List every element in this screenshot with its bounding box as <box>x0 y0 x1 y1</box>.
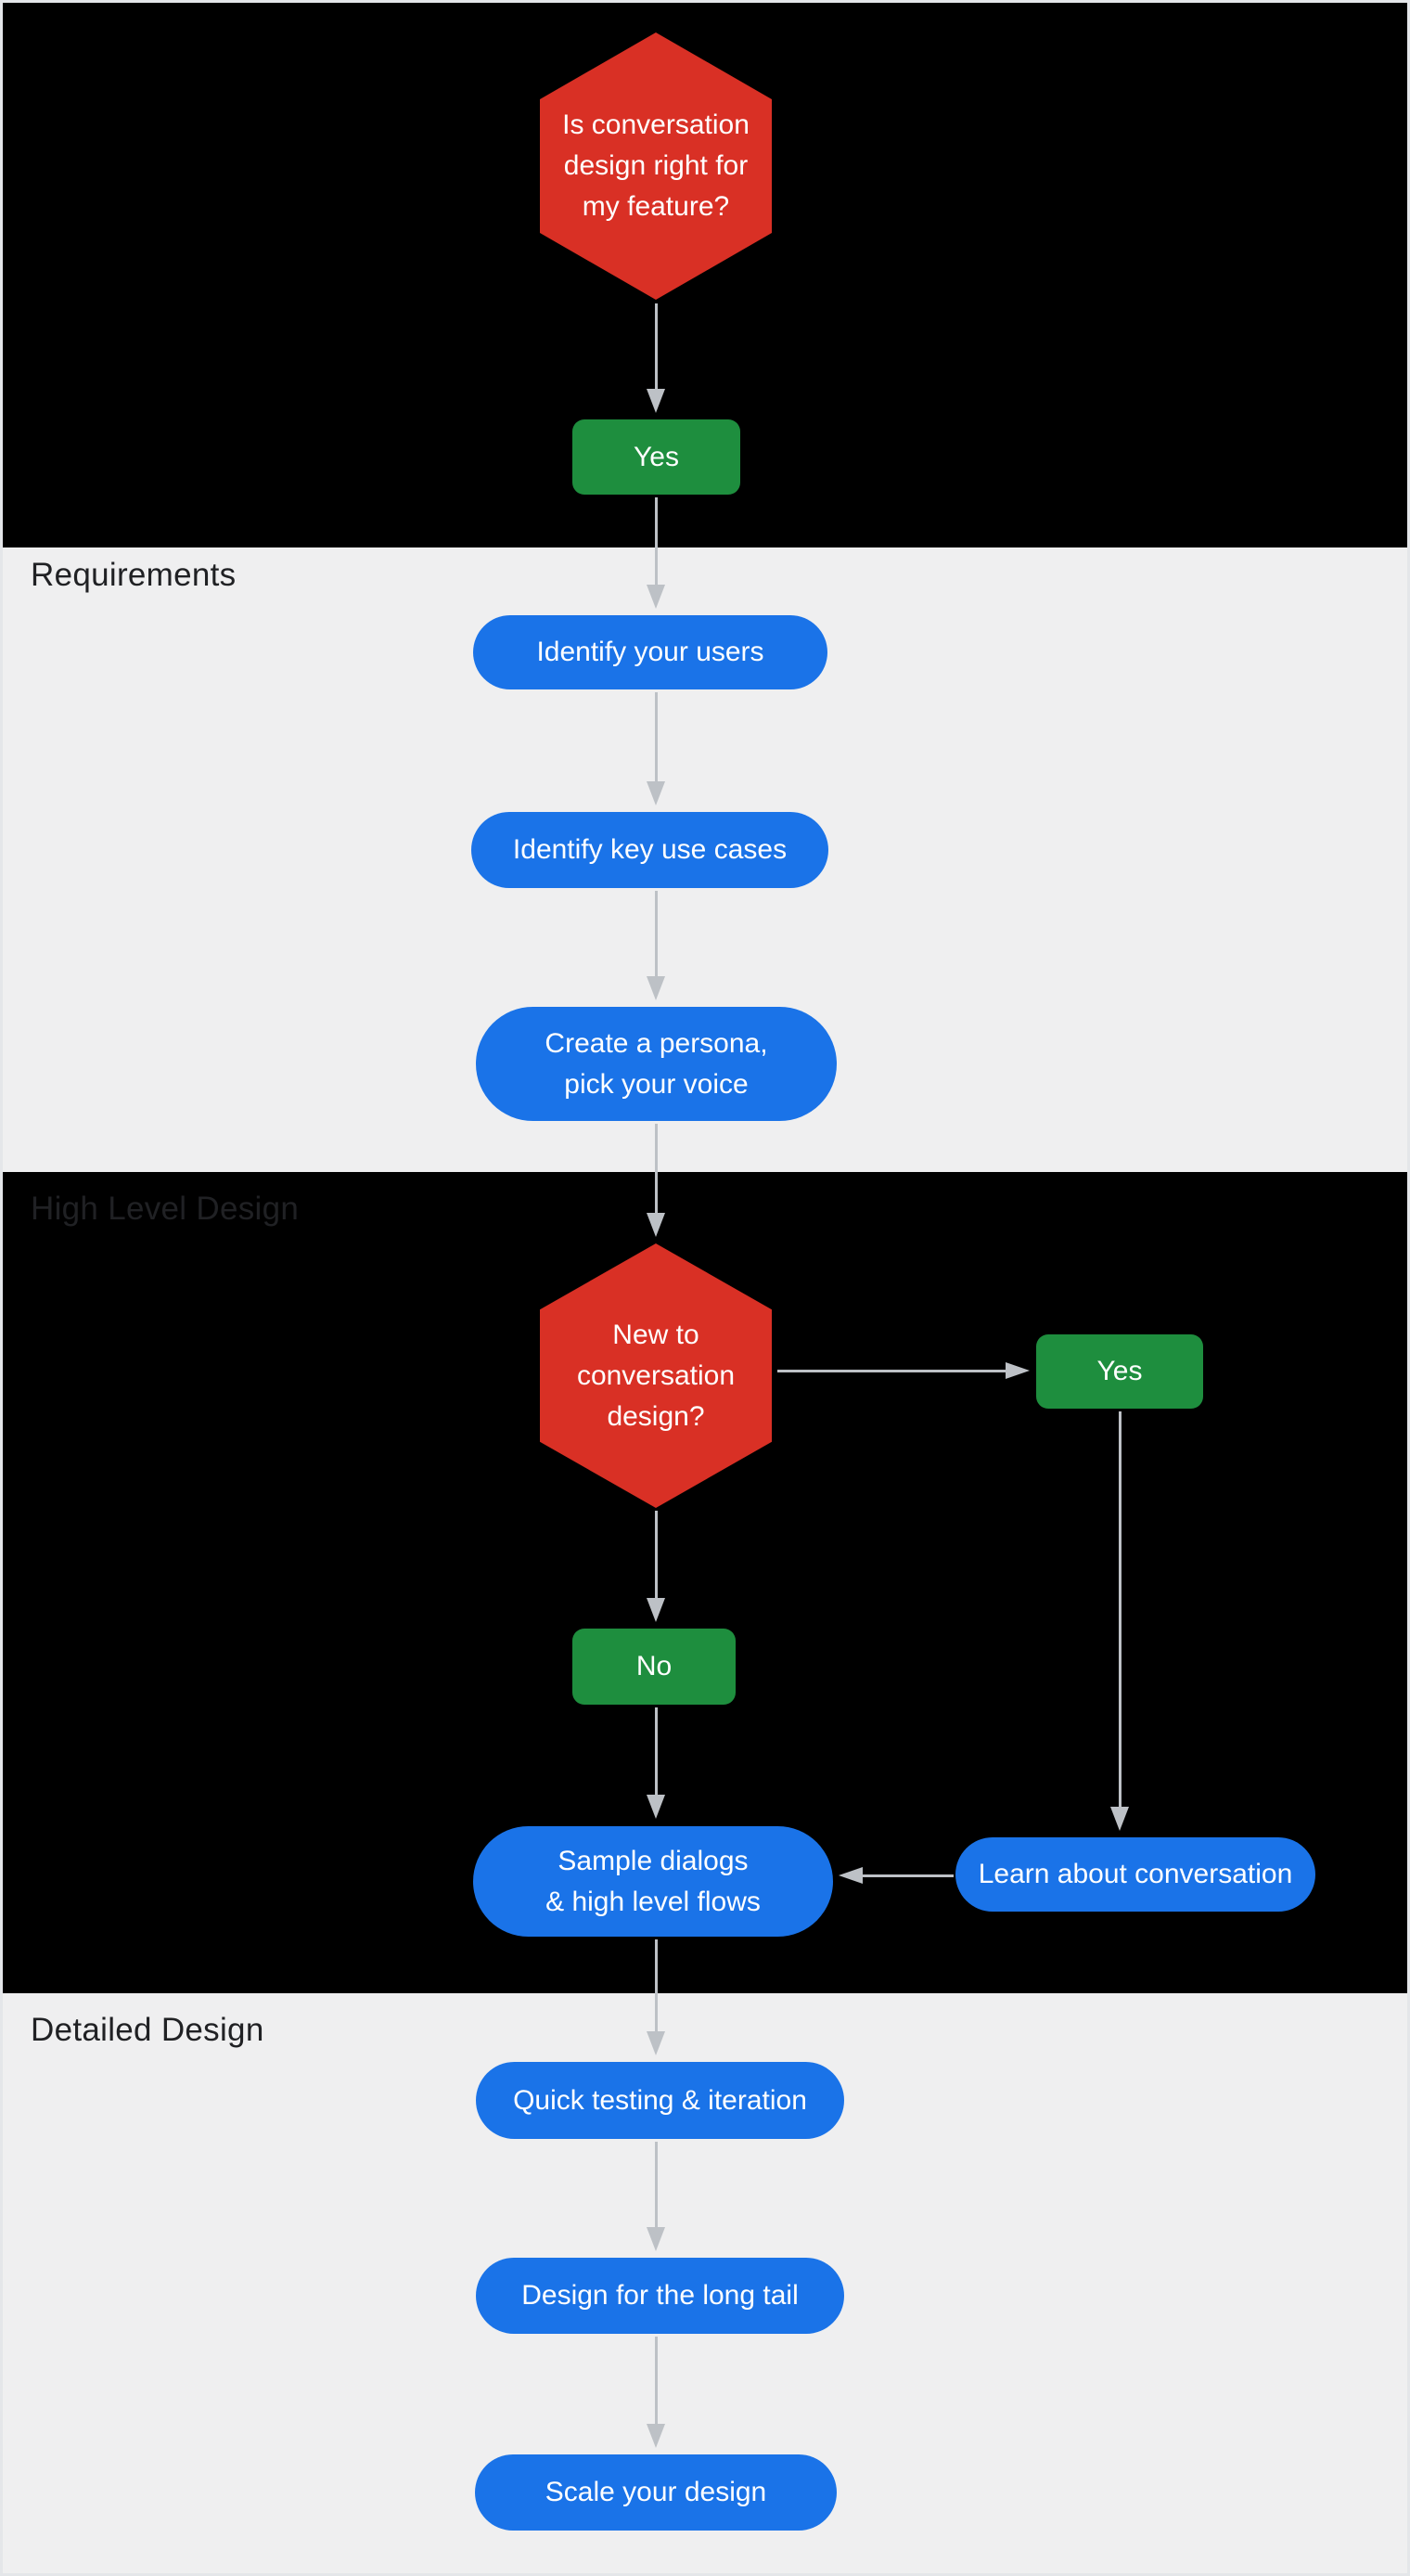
step-learn-about-conversation-button[interactable]: Learn about conversation <box>955 1837 1315 1912</box>
step-quick-testing-iteration-button[interactable]: Quick testing & iteration <box>476 2062 844 2139</box>
arrow-quick-testing-to-long-tail <box>646 2142 666 2251</box>
step-sample-dialogs-high-level-flows-button[interactable]: Sample dialogs & high level flows <box>473 1826 833 1937</box>
arrow-identify-users-to-use-cases <box>646 692 666 805</box>
step-scale-your-design-button[interactable]: Scale your design <box>475 2454 837 2531</box>
section-label-requirements: Requirements <box>31 557 237 593</box>
step-identify-your-users-button[interactable]: Identify your users <box>473 615 827 689</box>
decision-new-to-conversation-design: New to conversation design? <box>540 1243 772 1508</box>
section-label-high-level-design: High Level Design <box>31 1191 300 1227</box>
arrow-yes-to-identify-users <box>646 497 666 609</box>
step-create-persona-pick-voice-button[interactable]: Create a persona, pick your voice <box>476 1007 837 1121</box>
arrow-no-to-sample-dialogs <box>646 1707 666 1819</box>
answer-yes-right-button[interactable]: Yes <box>1036 1334 1203 1409</box>
step-design-for-long-tail-button[interactable]: Design for the long tail <box>476 2258 844 2334</box>
arrow-sample-dialogs-to-quick-testing <box>646 1939 666 2055</box>
step-identify-key-use-cases-button[interactable]: Identify key use cases <box>471 812 828 888</box>
answer-no-button[interactable]: No <box>572 1629 736 1705</box>
arrow-long-tail-to-scale <box>646 2337 666 2448</box>
arrow-use-cases-to-persona <box>646 891 666 1000</box>
arrow-q2-to-no <box>646 1511 666 1622</box>
arrow-q1-to-yes <box>646 303 666 413</box>
arrow-q2-to-yes-right <box>777 1362 1030 1379</box>
arrow-yes-to-learn <box>1109 1411 1130 1831</box>
arrow-learn-to-sample-dialogs <box>839 1867 954 1884</box>
arrow-persona-to-q2 <box>646 1124 666 1237</box>
section-label-detailed-design: Detailed Design <box>31 2012 264 2048</box>
decision-is-conversation-design-right: Is conversation design right for my feat… <box>540 32 772 300</box>
answer-yes-top-button[interactable]: Yes <box>572 419 740 495</box>
